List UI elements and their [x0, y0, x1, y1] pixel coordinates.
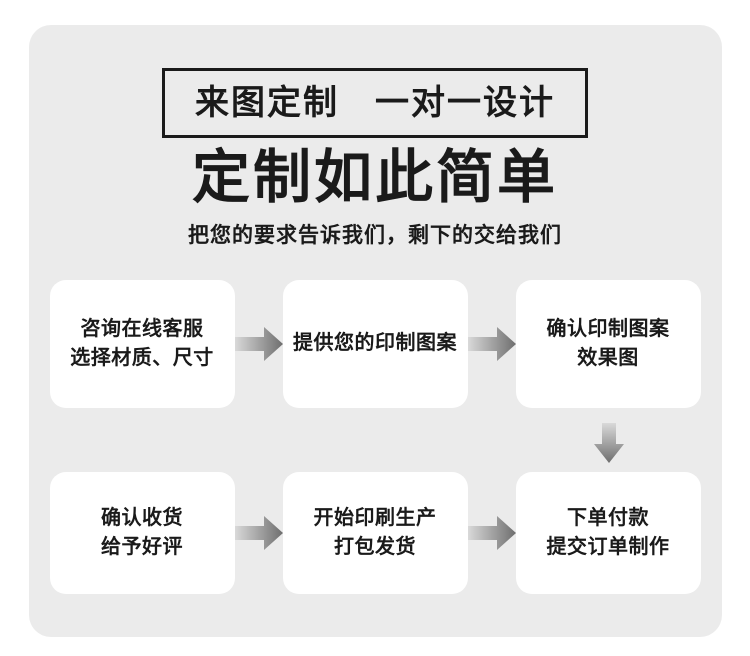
step-text: 确认印制图案: [546, 317, 670, 340]
badge-outline: 来图定制 一对一设计: [162, 68, 588, 139]
step-text: 效果图: [577, 346, 639, 369]
step-card-production-ship: 开始印刷生产 打包发货: [282, 471, 468, 594]
step-text: 下单付款: [567, 506, 649, 529]
step-text: 选择材质、尺寸: [70, 346, 214, 369]
step-card-receive-review: 确认收货 给予好评: [49, 471, 235, 594]
step-card-confirm-proof: 确认印制图案 效果图: [515, 279, 701, 408]
step-card-pay-order: 下单付款 提交订单制作: [515, 471, 701, 594]
step-text: 提供您的印制图案: [293, 332, 457, 355]
arrow-right-icon: [467, 326, 516, 361]
promo-panel: 来图定制 一对一设计 定制如此简单 把您的要求告诉我们，剩下的交给我们 咨询在线…: [28, 25, 722, 637]
page-title: 定制如此简单: [191, 145, 558, 211]
step-text: 提交订单制作: [546, 535, 670, 558]
step-text: 给予好评: [101, 535, 183, 558]
flow-row-2: 确认收货 给予好评 开始印刷生产 打包发货 下单付款 提: [49, 471, 701, 594]
arrow-right-icon: [234, 326, 283, 361]
arrow-down-icon: [593, 422, 624, 463]
page-subtitle: 把您的要求告诉我们，剩下的交给我们: [188, 223, 562, 247]
step-card-consult: 咨询在线客服 选择材质、尺寸: [49, 279, 235, 408]
step-card-artwork: 提供您的印制图案: [282, 279, 468, 408]
flow-connector-row: [50, 408, 701, 472]
arrow-right-icon: [467, 515, 516, 550]
step-text: 确认收货: [101, 506, 183, 529]
badge-text: 来图定制 一对一设计: [195, 84, 555, 122]
step-text: 咨询在线客服: [80, 317, 204, 340]
step-text: 开始印刷生产: [313, 506, 437, 529]
step-text: 打包发货: [334, 535, 416, 558]
flow-row-1: 咨询在线客服 选择材质、尺寸 提供您的印制图案 确认印制图案: [49, 279, 701, 408]
flow-diagram: 咨询在线客服 选择材质、尺寸 提供您的印制图案 确认印制图案: [49, 279, 701, 594]
arrow-right-icon: [234, 515, 283, 550]
